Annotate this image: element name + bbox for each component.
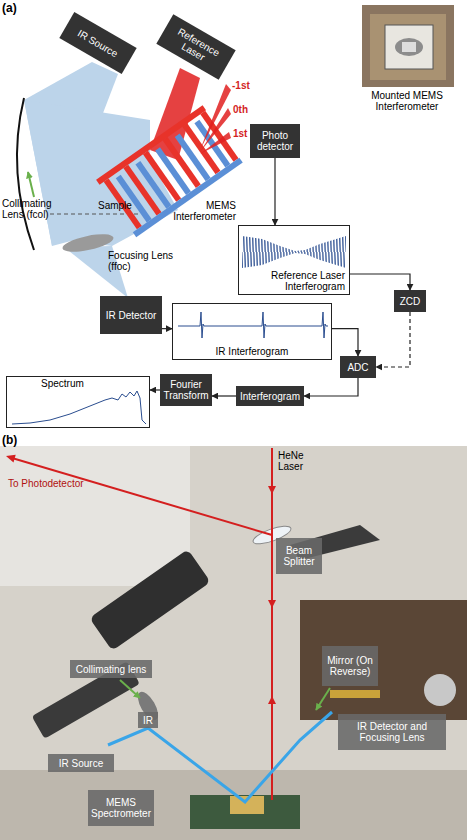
node-text: IR Interferogram [216,346,289,357]
plot-panel: Spectrum [6,376,150,428]
focusing-lens [61,231,115,256]
comb-finger [175,133,211,181]
part-label: Collimating Lens (fcol) [2,198,64,220]
part-label: MEMS Interferometer [158,200,236,222]
detector-box: Photo detector [250,124,300,158]
detector-housing [300,600,467,720]
lens-mount [89,549,210,651]
mount-cylinder [89,549,210,651]
diffraction-order [200,132,231,154]
order-label: 0th [233,104,255,115]
ir-interferogram-trace [178,312,328,338]
signal-arrow [304,378,358,396]
spectrum-trace [12,391,146,424]
pcb-board [370,14,446,80]
node-text: Photo detector [250,130,300,152]
node-text: Fourier Transform [160,379,212,401]
photo-label: Collimating lens [70,660,152,678]
node-text: IR Detector and Focusing Lens [338,721,446,743]
plot-background [172,303,332,360]
leader-arrow [316,688,330,710]
plot-panel: Reference Laser Interferogram [238,225,350,295]
photo-thumbnail [362,5,454,87]
node-text: IR Source [59,758,103,769]
laser-direction [268,486,276,494]
photo-text: To Photodetector [8,478,108,489]
laser-direction [6,455,16,463]
plot-background [238,225,350,295]
ir-path [108,712,332,802]
source-box: IR Source [59,12,136,74]
node-text: IR Source [76,27,120,59]
laser-direction [268,696,276,704]
node-text: Spectrum [41,378,84,389]
node-text: Mirror (On Reverse) [322,655,378,677]
node-text: Interferogram [240,391,300,402]
leader-arrow [28,172,34,197]
photo-label: Beam Splitter [276,538,322,574]
photo-background [0,446,467,840]
detector-box: IR Detector [100,296,162,334]
laser-direction [268,600,276,608]
laser-path [271,448,273,800]
optical-table [0,770,467,840]
process-box: ADC [340,356,376,378]
node-text: Collimating lens [76,664,147,675]
leader-arrow [120,680,140,698]
connector [330,690,380,698]
panel-letter: (a) [2,2,32,15]
mems-mirror [395,38,423,56]
laser-box: Reference Laser [156,14,235,79]
signal-arrow [350,274,410,290]
photo-label: IR [138,712,158,728]
collimating-lens [17,98,34,250]
laser-path [12,458,272,535]
mems-plate [402,42,416,52]
node-text: IR [143,715,153,726]
comb-finger [135,161,171,209]
comb-finger [116,175,152,223]
photo-label: Mirror (On Reverse) [322,646,378,686]
reference-interferogram-trace [242,232,346,272]
part-label: Sample [98,200,138,211]
signal-arrow [212,395,236,396]
process-box: ZCD [394,290,426,312]
comb-finger [194,120,230,168]
signal-arrow [162,328,172,329]
process-box: Interferogram [236,386,304,406]
node-text: Reference Laser Interferogram [243,270,345,292]
node-text: MEMS Spectrometer [88,797,154,819]
signal-arrow [150,389,160,390]
node-text: IR Detector [106,310,157,321]
order-label: 1st [233,128,251,139]
node-text: Reference Laser [159,19,232,74]
signal-arrow [376,312,410,367]
signal-arrow [332,329,358,356]
photo-wall [0,446,190,586]
plot-background [6,376,150,428]
photo-label: IR Source [48,754,114,772]
mems-chip [385,25,433,69]
node-text: ZCD [400,296,421,307]
photo-caption: Mounted MEMS Interferometer [352,90,462,112]
order-label: -1st [232,80,256,91]
comb-spine [133,158,243,237]
mems-comb [96,105,243,237]
panel-letter: (b) [2,434,32,447]
comb-finger [155,147,191,195]
part-label: Focusing Lens (ffoc) [108,250,174,272]
photo-label: IR Detector and Focusing Lens [338,714,446,750]
photo-text: HeNe Laser [278,450,330,472]
process-box: Fourier Transform [160,374,212,406]
node-text: Beam Splitter [276,545,322,567]
signal-arrow [274,158,275,225]
plot-panel: IR Interferogram [172,303,332,360]
detector-window [424,674,456,706]
photo-label: MEMS Spectrometer [88,790,154,826]
node-text: ADC [347,362,368,373]
